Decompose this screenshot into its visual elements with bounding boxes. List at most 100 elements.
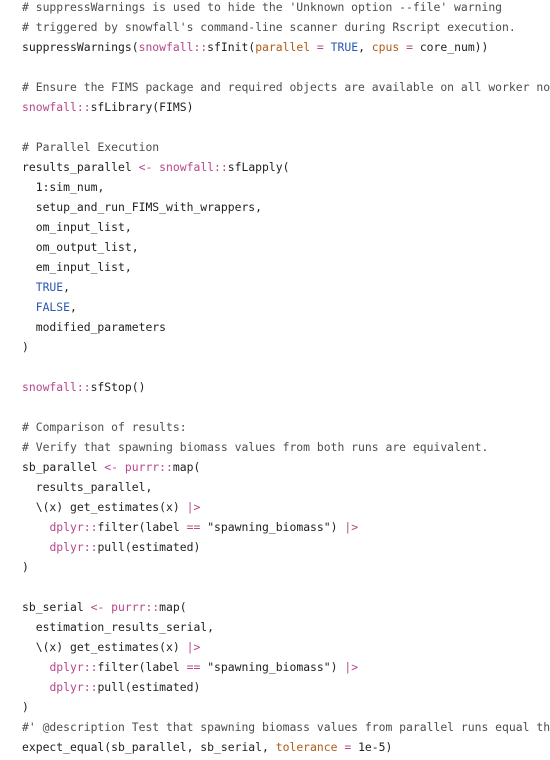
code-token-plain: om_output_list,: [22, 240, 139, 254]
code-token-plain: pull(estimated): [97, 680, 201, 694]
code-token-op: <-: [104, 460, 119, 474]
code-token-plain: ): [385, 740, 393, 754]
code-token-plain: ): [22, 700, 29, 714]
code-line: # suppressWarnings is used to hide the '…: [22, 0, 502, 17]
code-token-plain: ): [330, 520, 345, 534]
code-token-ns: snowfall::: [159, 160, 228, 174]
code-line: #' @description Test that spawning bioma…: [22, 717, 550, 737]
code-token-ns: purrr::: [111, 600, 160, 614]
code-token-plain: [22, 180, 36, 194]
code-token-plain: [118, 460, 125, 474]
code-token-comment: # triggered by snowfall's command-line s…: [22, 20, 516, 34]
code-token-kw: TRUE: [35, 280, 64, 294]
code-token-plain: filter(label: [97, 520, 187, 534]
code-line: suppressWarnings(snowfall::sfInit(parall…: [22, 37, 488, 57]
code-token-op: |>: [344, 520, 359, 534]
code-line: # Ensure the FIMS package and required o…: [22, 77, 550, 97]
code-line: om_input_list,: [22, 217, 132, 237]
code-line: estimation_results_serial,: [22, 617, 214, 637]
code-token-plain: \(x) get_estimates(x): [22, 500, 187, 514]
code-token-plain: [22, 540, 49, 554]
code-line: # Parallel Execution: [22, 137, 159, 157]
code-token-comment: # suppressWarnings is used to hide the '…: [22, 0, 503, 14]
code-token-plain: \(x) get_estimates(x): [22, 640, 187, 654]
code-line: setup_and_run_FIMS_with_wrappers,: [22, 197, 262, 217]
code-token-arg: tolerance: [275, 740, 338, 754]
code-line: expect_equal(sb_parallel, sb_serial, tol…: [22, 737, 392, 757]
code-token-op: <-: [138, 160, 153, 174]
code-token-plain: [22, 660, 49, 674]
code-token-ns: purrr::: [124, 460, 173, 474]
code-token-plain: modified_parameters: [22, 320, 167, 334]
code-token-plain: [22, 680, 49, 694]
code-line: sb_parallel <- purrr::map(: [22, 457, 200, 477]
code-token-ns: snowfall::: [22, 380, 91, 394]
code-token-plain: sb_parallel: [22, 460, 105, 474]
code-token-plain: pull(estimated): [97, 540, 201, 554]
code-token-comment: # Ensure the FIMS package and required o…: [22, 80, 550, 94]
code-token-op: <-: [90, 600, 105, 614]
code-token-plain: map(: [159, 600, 187, 614]
code-token-plain: expect_equal(sb_parallel, sb_serial,: [22, 740, 276, 754]
code-token-comment: # Comparison of results:: [22, 420, 187, 434]
code-line: dplyr::pull(estimated): [22, 677, 200, 697]
code-line: 1:sim_num,: [22, 177, 105, 197]
code-token-str: "spawning_biomass": [207, 660, 331, 674]
code-line: ): [22, 557, 29, 577]
code-token-plain: em_input_list,: [22, 260, 132, 274]
code-line: om_output_list,: [22, 237, 139, 257]
code-token-plain: setup_and_run_FIMS_with_wrappers,: [22, 200, 263, 214]
code-token-num: 1: [35, 180, 43, 194]
code-token-op: =: [399, 40, 420, 54]
code-token-op: =: [337, 740, 359, 754]
code-token-op: =: [310, 40, 331, 54]
code-line: \(x) get_estimates(x) |>: [22, 497, 201, 517]
code-token-op: ==: [186, 520, 201, 534]
code-line: ): [22, 697, 29, 717]
code-token-comment: # Verify that spawning biomass values fr…: [22, 440, 489, 454]
code-token-op: |>: [186, 640, 201, 654]
code-token-kw: TRUE: [330, 40, 359, 54]
code-token-plain: ): [330, 660, 345, 674]
code-token-plain: ,: [70, 300, 77, 314]
code-line: dplyr::pull(estimated): [22, 537, 200, 557]
code-token-arg: parallel: [255, 40, 311, 54]
code-token-plain: ): [22, 340, 29, 354]
code-token-kw: FALSE: [35, 300, 71, 314]
code-token-plain: ,: [63, 280, 71, 294]
code-line: TRUE,: [22, 277, 70, 297]
code-token-plain: estimation_results_serial,: [22, 620, 215, 634]
code-token-arg: cpus: [371, 40, 400, 54]
code-token-comment: # Parallel Execution: [22, 140, 160, 154]
code-token-plain: map(: [172, 460, 201, 474]
code-token-ns: snowfall::: [138, 40, 208, 54]
code-token-plain: core_num)): [419, 40, 489, 54]
code-token-ns: snowfall::: [22, 100, 91, 114]
code-token-plain: [22, 300, 36, 314]
code-line: sb_serial <- purrr::map(: [22, 597, 187, 617]
code-token-plain: ): [22, 560, 29, 574]
code-line: snowfall::sfStop(): [22, 377, 145, 397]
code-line: FALSE,: [22, 297, 77, 317]
code-line: results_parallel <- snowfall::sfLapply(: [22, 157, 289, 177]
code-line: em_input_list,: [22, 257, 132, 277]
code-token-plain: results_parallel,: [22, 480, 153, 494]
code-line: # Comparison of results:: [22, 417, 187, 437]
code-token-op: |>: [186, 500, 201, 514]
code-token-op: |>: [344, 660, 359, 674]
code-token-ns: dplyr::: [49, 660, 98, 674]
code-token-plain: suppressWarnings(: [22, 40, 139, 54]
code-token-plain: sb_serial: [22, 600, 91, 614]
code-token-plain: sfStop(): [90, 380, 146, 394]
code-token-plain: results_parallel: [22, 160, 139, 174]
code-token-ns: dplyr::: [49, 680, 98, 694]
code-token-ns: dplyr::: [49, 540, 98, 554]
code-line: results_parallel,: [22, 477, 153, 497]
code-token-plain: ,: [358, 40, 372, 54]
code-token-plain: sfLibrary(FIMS): [90, 100, 194, 114]
code-token-plain: sfLapply(: [227, 160, 290, 174]
code-line: dplyr::filter(label == "spawning_biomass…: [22, 517, 358, 537]
code-line: \(x) get_estimates(x) |>: [22, 637, 201, 657]
code-token-plain: [22, 280, 36, 294]
